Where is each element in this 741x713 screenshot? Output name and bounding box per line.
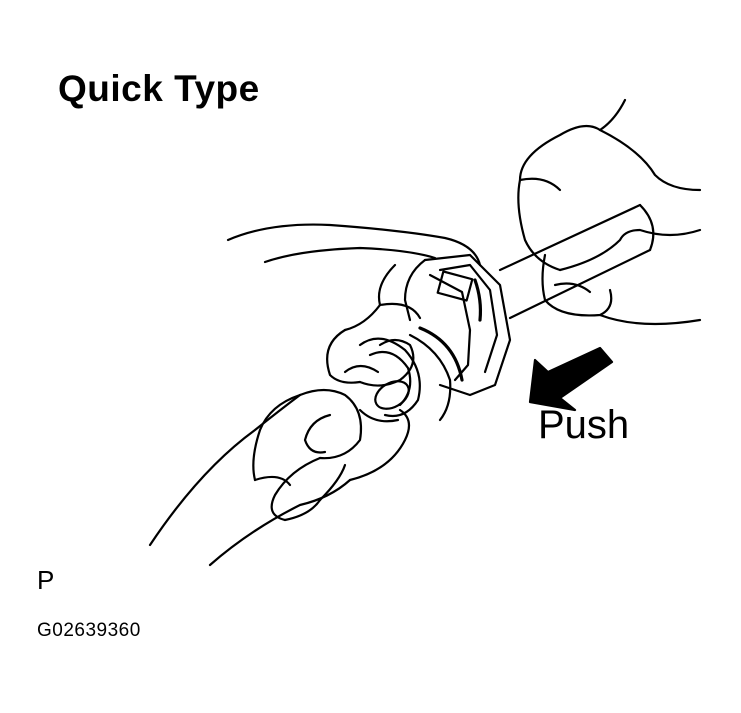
lower-hand-icon (148, 388, 411, 567)
connector-housing (403, 253, 512, 397)
push-label: Push (538, 403, 630, 447)
corner-code: P (37, 565, 55, 595)
connector-fitting (343, 326, 464, 423)
push-direction-arrow (528, 346, 614, 412)
left-hand-icon (226, 223, 482, 387)
right-hand-icon (517, 98, 702, 326)
fuel-pipe (498, 203, 655, 320)
figure-id: G02639360 (37, 620, 141, 641)
diagram-title: Quick Type (58, 68, 260, 109)
